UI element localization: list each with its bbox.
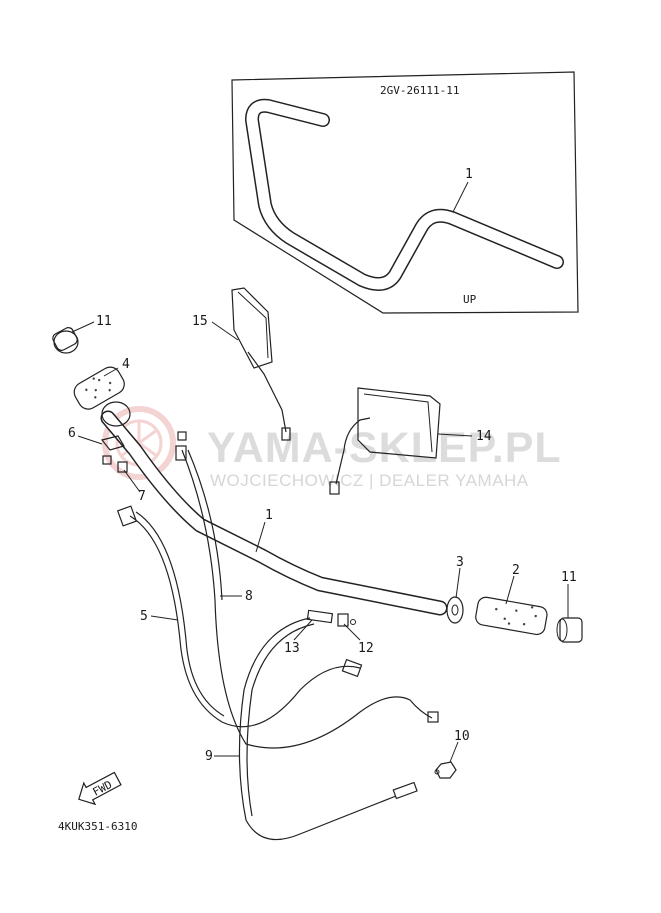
- callout-11-left: 11: [96, 314, 112, 329]
- leader-lines: [71, 321, 569, 763]
- diagram-code: 4KUK351-6310: [58, 820, 137, 833]
- left-grip: [52, 327, 131, 427]
- callouts: 11 4 6 7 15 14 1 3 2 11 5 8 13 12 10 9: [68, 314, 577, 764]
- right-grip-assembly: [446, 596, 583, 643]
- callout-13: 13: [284, 641, 300, 656]
- callout-7: 7: [138, 489, 146, 504]
- callout-5: 5: [140, 609, 148, 624]
- watermark-subtitle: WOJCIECHOWICZ | DEALER YAMAHA: [210, 471, 529, 490]
- callout-8: 8: [245, 589, 253, 604]
- watermark: YAMA-SKLEP.PL WOJCIECHOWICZ | DEALER YAM…: [102, 406, 562, 490]
- fwd-label: FWD: [91, 778, 115, 799]
- mirror-15: [231, 287, 291, 441]
- handlebar-main: [100, 410, 448, 616]
- adjuster-parts: [306, 609, 457, 779]
- callout-3: 3: [456, 555, 464, 570]
- callout-12: 12: [358, 641, 374, 656]
- inset-up-label: UP: [463, 293, 477, 306]
- callout-6: 6: [68, 426, 76, 441]
- callout-9: 9: [205, 749, 213, 764]
- callout-11-right: 11: [561, 570, 577, 585]
- inset-callout-1: 1: [465, 167, 473, 182]
- inset-alt-handlebar: 2GV-26111-11 1 UP: [231, 71, 579, 314]
- callout-14: 14: [476, 429, 492, 444]
- small-hardware-left: [100, 431, 187, 473]
- callout-1: 1: [265, 508, 273, 523]
- cables: [116, 445, 439, 841]
- inset-part-code: 2GV-26111-11: [380, 84, 459, 97]
- fwd-arrow: FWD: [78, 771, 122, 806]
- callout-15: 15: [192, 314, 208, 329]
- callout-2: 2: [512, 563, 520, 578]
- callout-10: 10: [454, 729, 470, 744]
- mirror-14: [329, 387, 441, 495]
- callout-4: 4: [122, 357, 130, 372]
- watermark-title: YAMA-SKLEP.PL: [207, 424, 562, 472]
